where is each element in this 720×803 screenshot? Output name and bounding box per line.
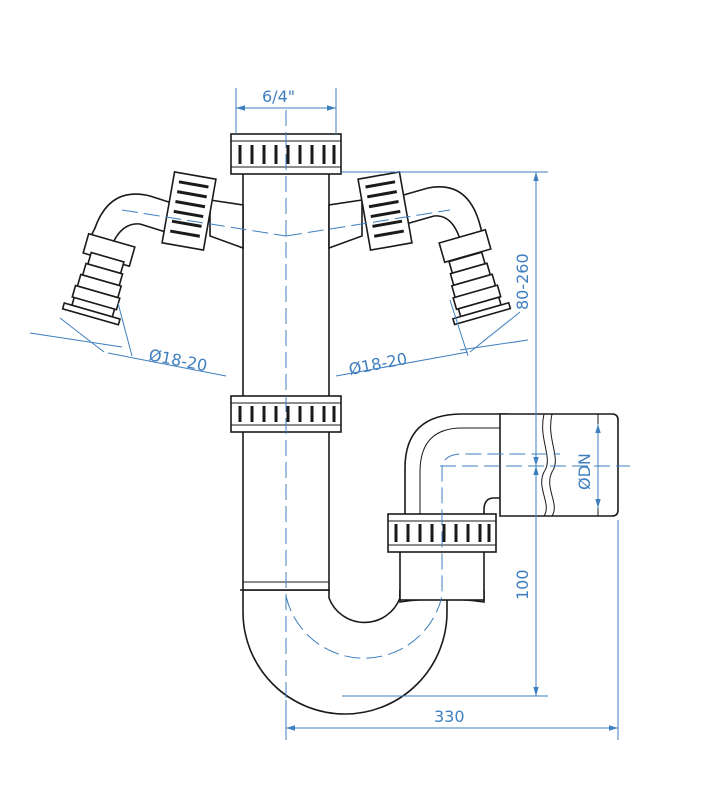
dimension-height-range (342, 171, 548, 466)
width-label: 330 (434, 707, 465, 726)
left-hose-label: Ø18-20 (147, 345, 209, 375)
dimension-right-hose (335, 299, 529, 377)
left-branch-arm (82, 193, 244, 268)
outlet-pipe (499, 413, 619, 517)
dimension-top-connection (235, 88, 337, 134)
outlet-diameter-label: ØDN (575, 453, 594, 490)
top-connection-label: 6/4" (262, 87, 295, 106)
trap-depth-label: 100 (513, 569, 532, 600)
dimension-left-hose (29, 302, 227, 377)
right-hose-barb (448, 251, 512, 326)
right-side-nut (357, 170, 413, 252)
left-side-nut (161, 170, 217, 252)
dimension-trap-depth (342, 466, 548, 697)
outlet-riser (399, 413, 509, 601)
right-branch-arm (328, 186, 492, 264)
height-range-label: 80-260 (513, 253, 532, 310)
right-hose-label: Ø18-20 (347, 349, 409, 379)
left-hose-barb (61, 251, 125, 326)
dimension-width (285, 520, 619, 740)
